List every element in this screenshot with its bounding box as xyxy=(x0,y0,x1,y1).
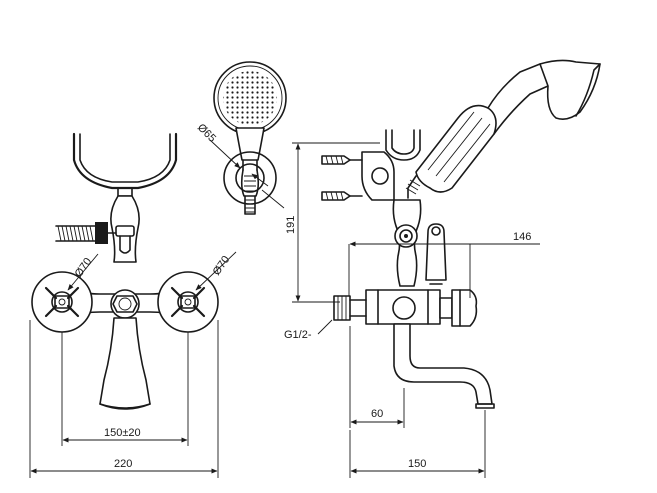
spout-offset-label: 60 xyxy=(371,408,383,420)
hand-shower-diameter-label: Ø65 xyxy=(195,122,218,145)
side-height-label: 191 xyxy=(285,216,297,234)
side-height-dimension: 191 xyxy=(285,142,380,303)
front-total-width-label: 220 xyxy=(114,458,132,470)
front-view xyxy=(31,132,219,410)
thread-size-label: G1/2- xyxy=(284,329,312,341)
hand-shower-detail xyxy=(213,61,287,215)
front-total-width-dimension: 220 xyxy=(29,320,219,478)
wall-screw-bottom xyxy=(321,191,363,201)
side-total-width-dimension: 150 xyxy=(349,410,486,478)
side-arm-dimension: 146 xyxy=(348,231,540,298)
side-view xyxy=(321,59,601,409)
side-total-width-label: 150 xyxy=(408,458,426,470)
wall-screw-top xyxy=(321,155,363,165)
left-handle-diameter-label: Ø70 xyxy=(73,256,95,280)
center-distance-dimension: 150±20 xyxy=(61,332,189,446)
right-handle-diameter-dimension: Ø70 xyxy=(195,251,237,291)
thread-size-callout: G1/2- xyxy=(284,319,333,341)
side-arm-label: 146 xyxy=(513,231,531,243)
center-distance-label: 150±20 xyxy=(104,427,141,439)
hand-shower-side xyxy=(405,59,601,199)
right-handle-diameter-label: Ø70 xyxy=(211,254,233,278)
spout-offset-dimension: 60 xyxy=(349,326,405,428)
